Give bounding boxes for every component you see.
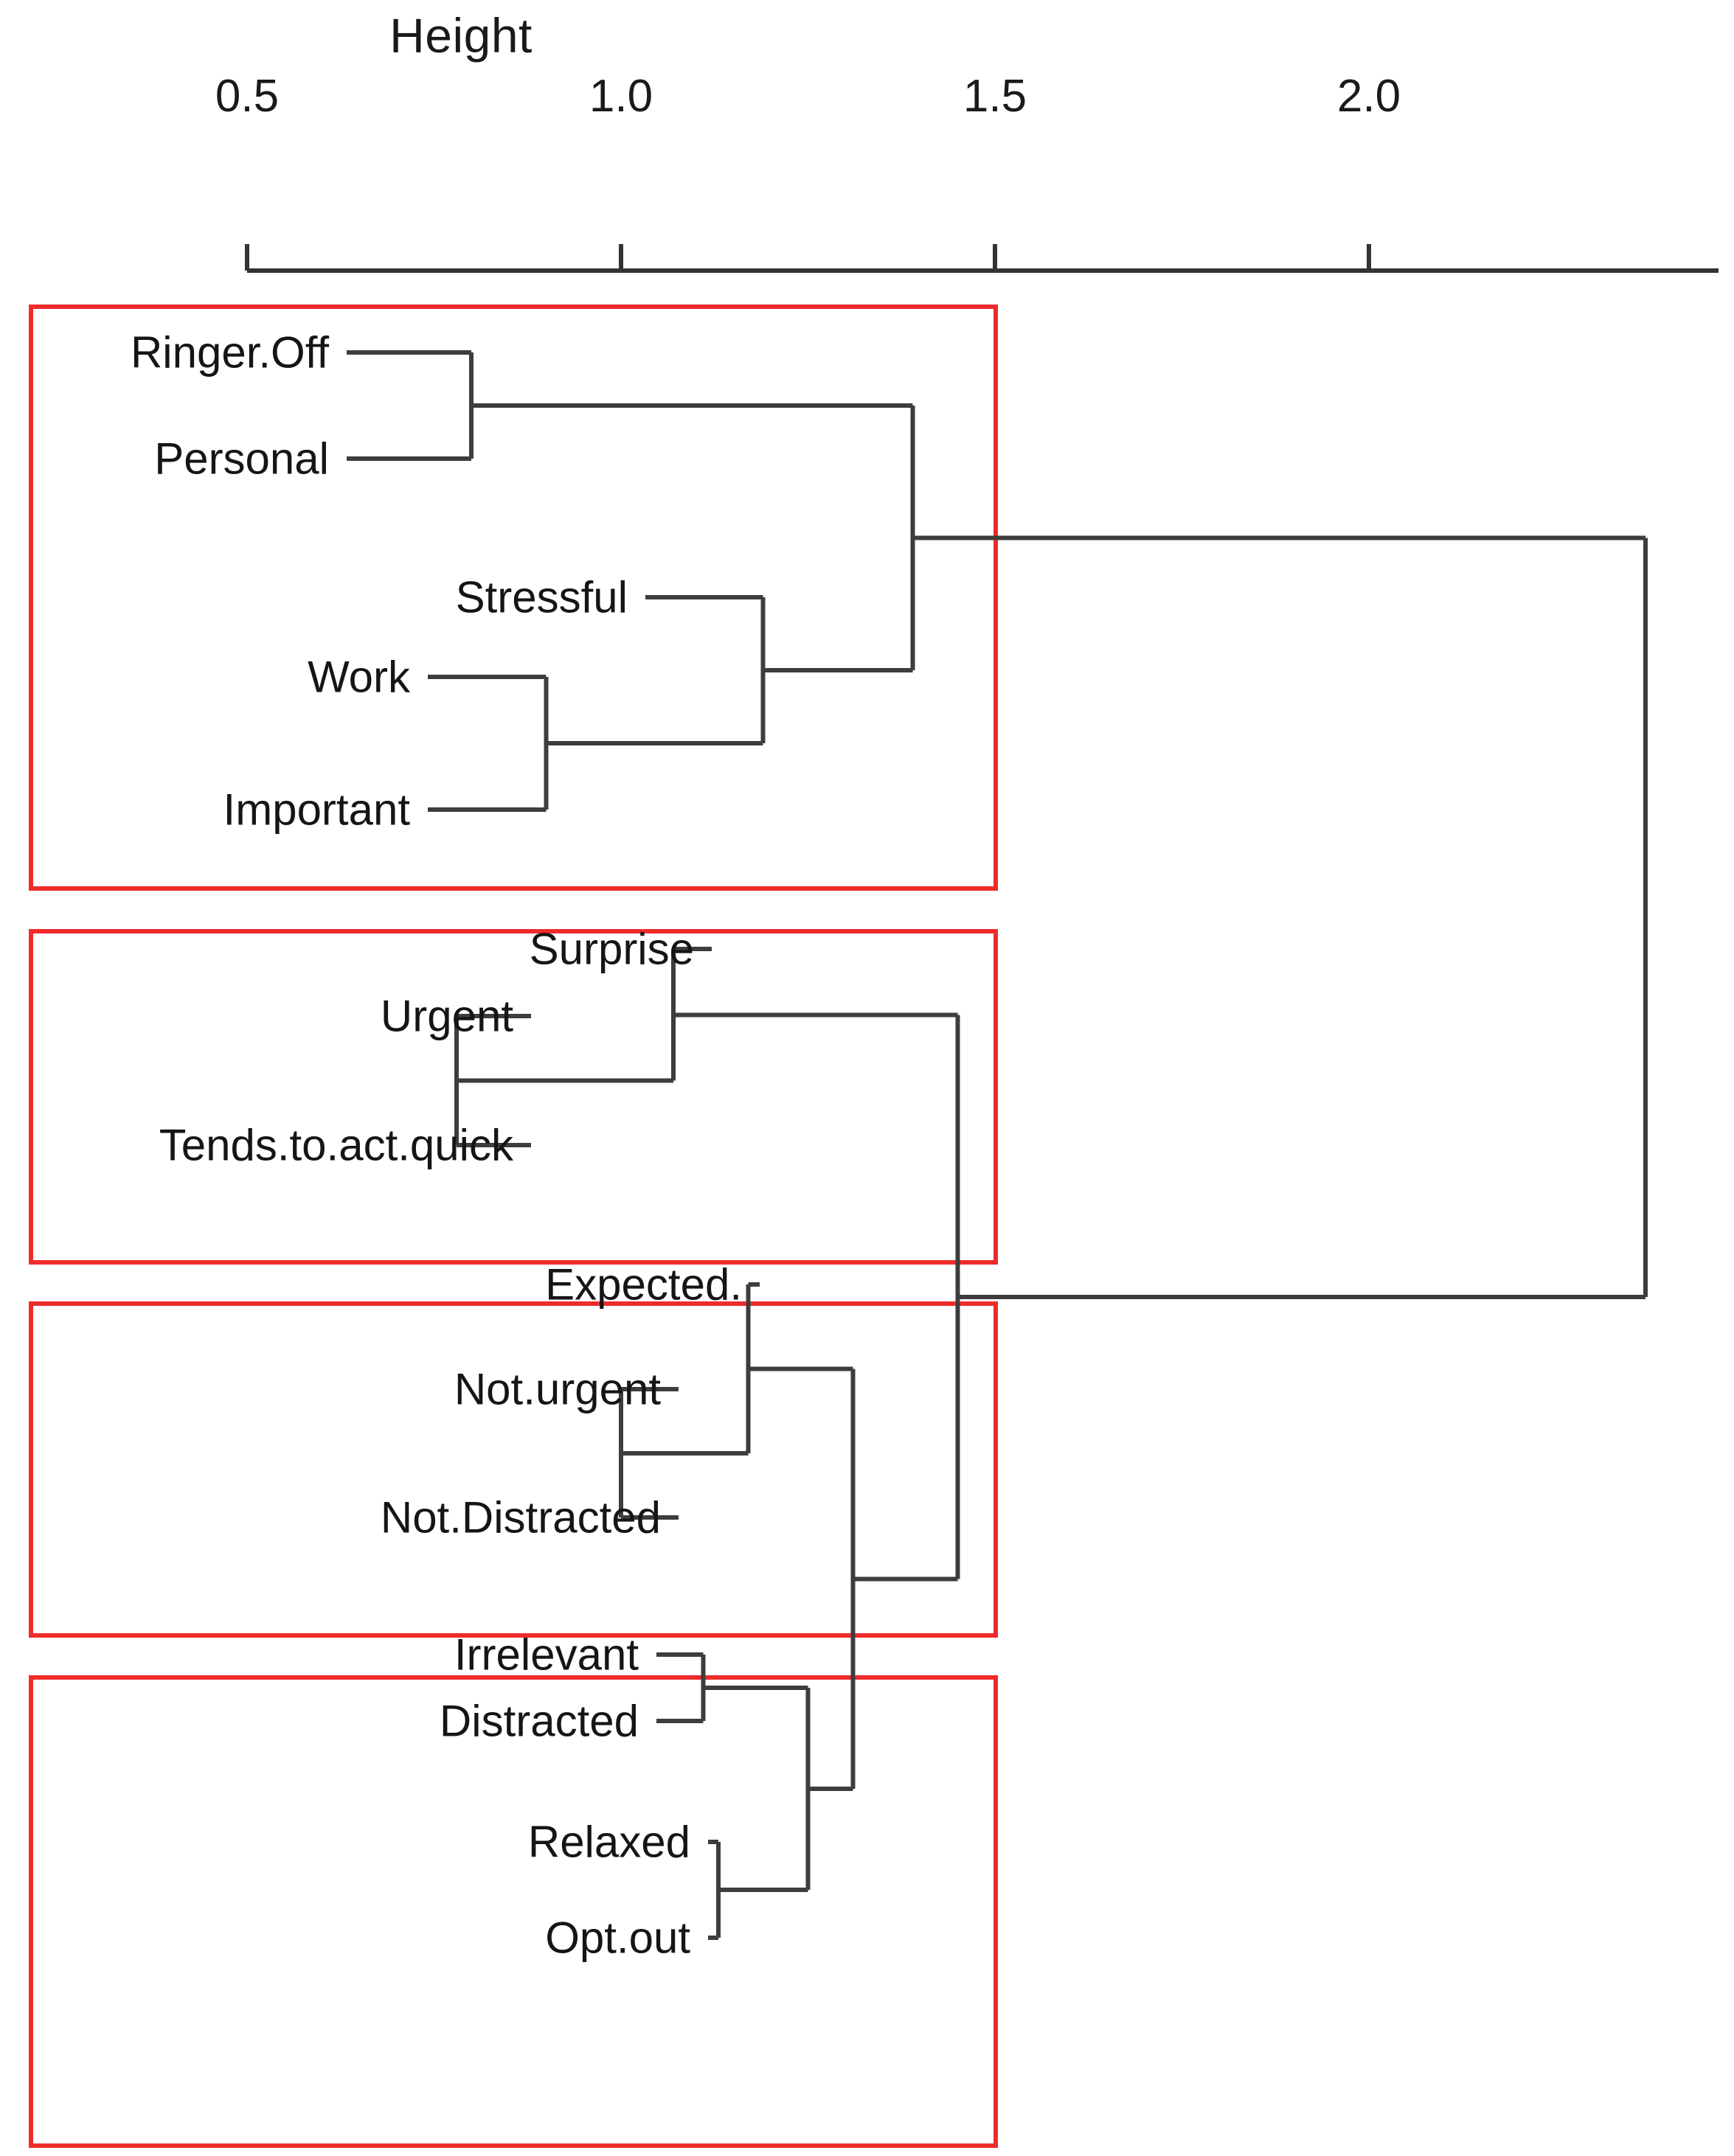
- leaf-label: Personal: [154, 434, 329, 484]
- axis-tick-label: 0.5: [215, 71, 280, 122]
- leaf-label: Stressful: [455, 572, 628, 622]
- axis-layer: [245, 244, 1719, 273]
- axis-title: Height: [389, 8, 533, 63]
- leaf-label: Surprise: [529, 924, 694, 974]
- leaf-label: Work: [308, 652, 410, 702]
- axis-tick-label: 1.5: [963, 71, 1027, 122]
- cluster-box-layer: [29, 305, 998, 2148]
- axis-tick-label: 2.0: [1336, 71, 1401, 122]
- leaf-label: Urgent: [380, 991, 513, 1041]
- cluster-box: [29, 1301, 998, 1638]
- dendrogram-link-layer: [347, 350, 1648, 1940]
- axis-tick-label: 1.0: [589, 71, 653, 122]
- leaf-label: Irrelevant: [454, 1630, 639, 1680]
- leaf-label: Tends.to.act.quick: [159, 1120, 513, 1170]
- leaf-label: Important: [223, 785, 410, 835]
- leaf-label: Expected.: [545, 1259, 742, 1310]
- cluster-box: [29, 1675, 998, 2148]
- leaf-label: Opt.out: [545, 1913, 690, 1963]
- cluster-box: [29, 929, 998, 1265]
- cluster-box: [29, 305, 998, 891]
- leaf-label: Not.urgent: [454, 1364, 661, 1414]
- leaf-label: Relaxed: [527, 1817, 690, 1867]
- leaf-label: Distracted: [439, 1696, 639, 1746]
- leaf-label: Ringer.Off: [130, 327, 329, 378]
- leaf-label: Not.Distracted: [380, 1492, 661, 1543]
